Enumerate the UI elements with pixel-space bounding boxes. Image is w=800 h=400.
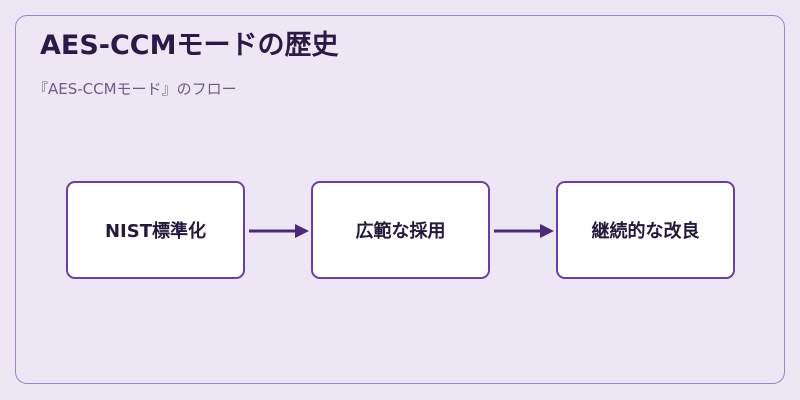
page-title: AES-CCMモードの歴史 bbox=[40, 30, 339, 61]
flow-step-label: NIST標準化 bbox=[104, 221, 206, 242]
flow-step-continuous-improvement: 継続的な改良 bbox=[556, 181, 735, 279]
page-subtitle: 『AES-CCMモード』のフロー bbox=[33, 80, 237, 98]
flow-step-label: 継続的な改良 bbox=[591, 221, 700, 242]
flow-step-wide-adoption: 広範な採用 bbox=[311, 181, 490, 279]
flow-step-nist-standardization: NIST標準化 bbox=[66, 181, 245, 279]
flow-step-label: 広範な採用 bbox=[355, 221, 446, 242]
